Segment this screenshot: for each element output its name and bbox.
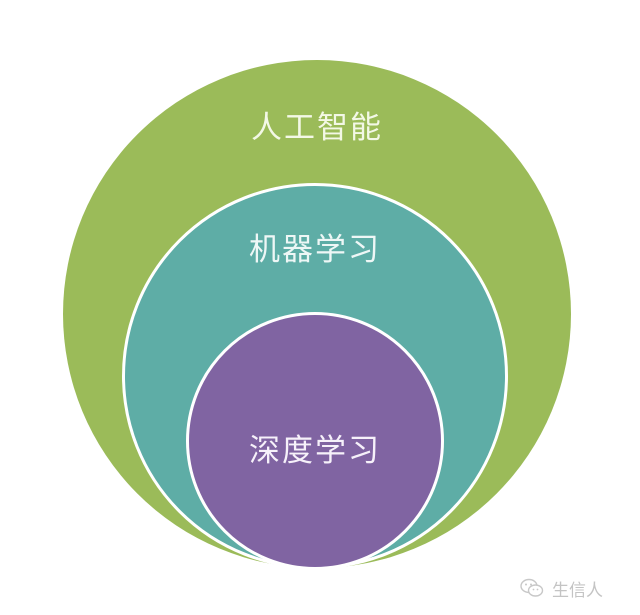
- watermark-text: 生信人: [552, 580, 603, 601]
- circle-deep-learning: 深度学习: [186, 312, 444, 570]
- label-machine-learning: 机器学习: [249, 232, 381, 268]
- wechat-icon: [520, 578, 544, 597]
- label-deep-learning: 深度学习: [249, 433, 381, 469]
- label-artificial-intelligence: 人工智能: [251, 110, 383, 146]
- watermark: 生信人: [520, 576, 603, 601]
